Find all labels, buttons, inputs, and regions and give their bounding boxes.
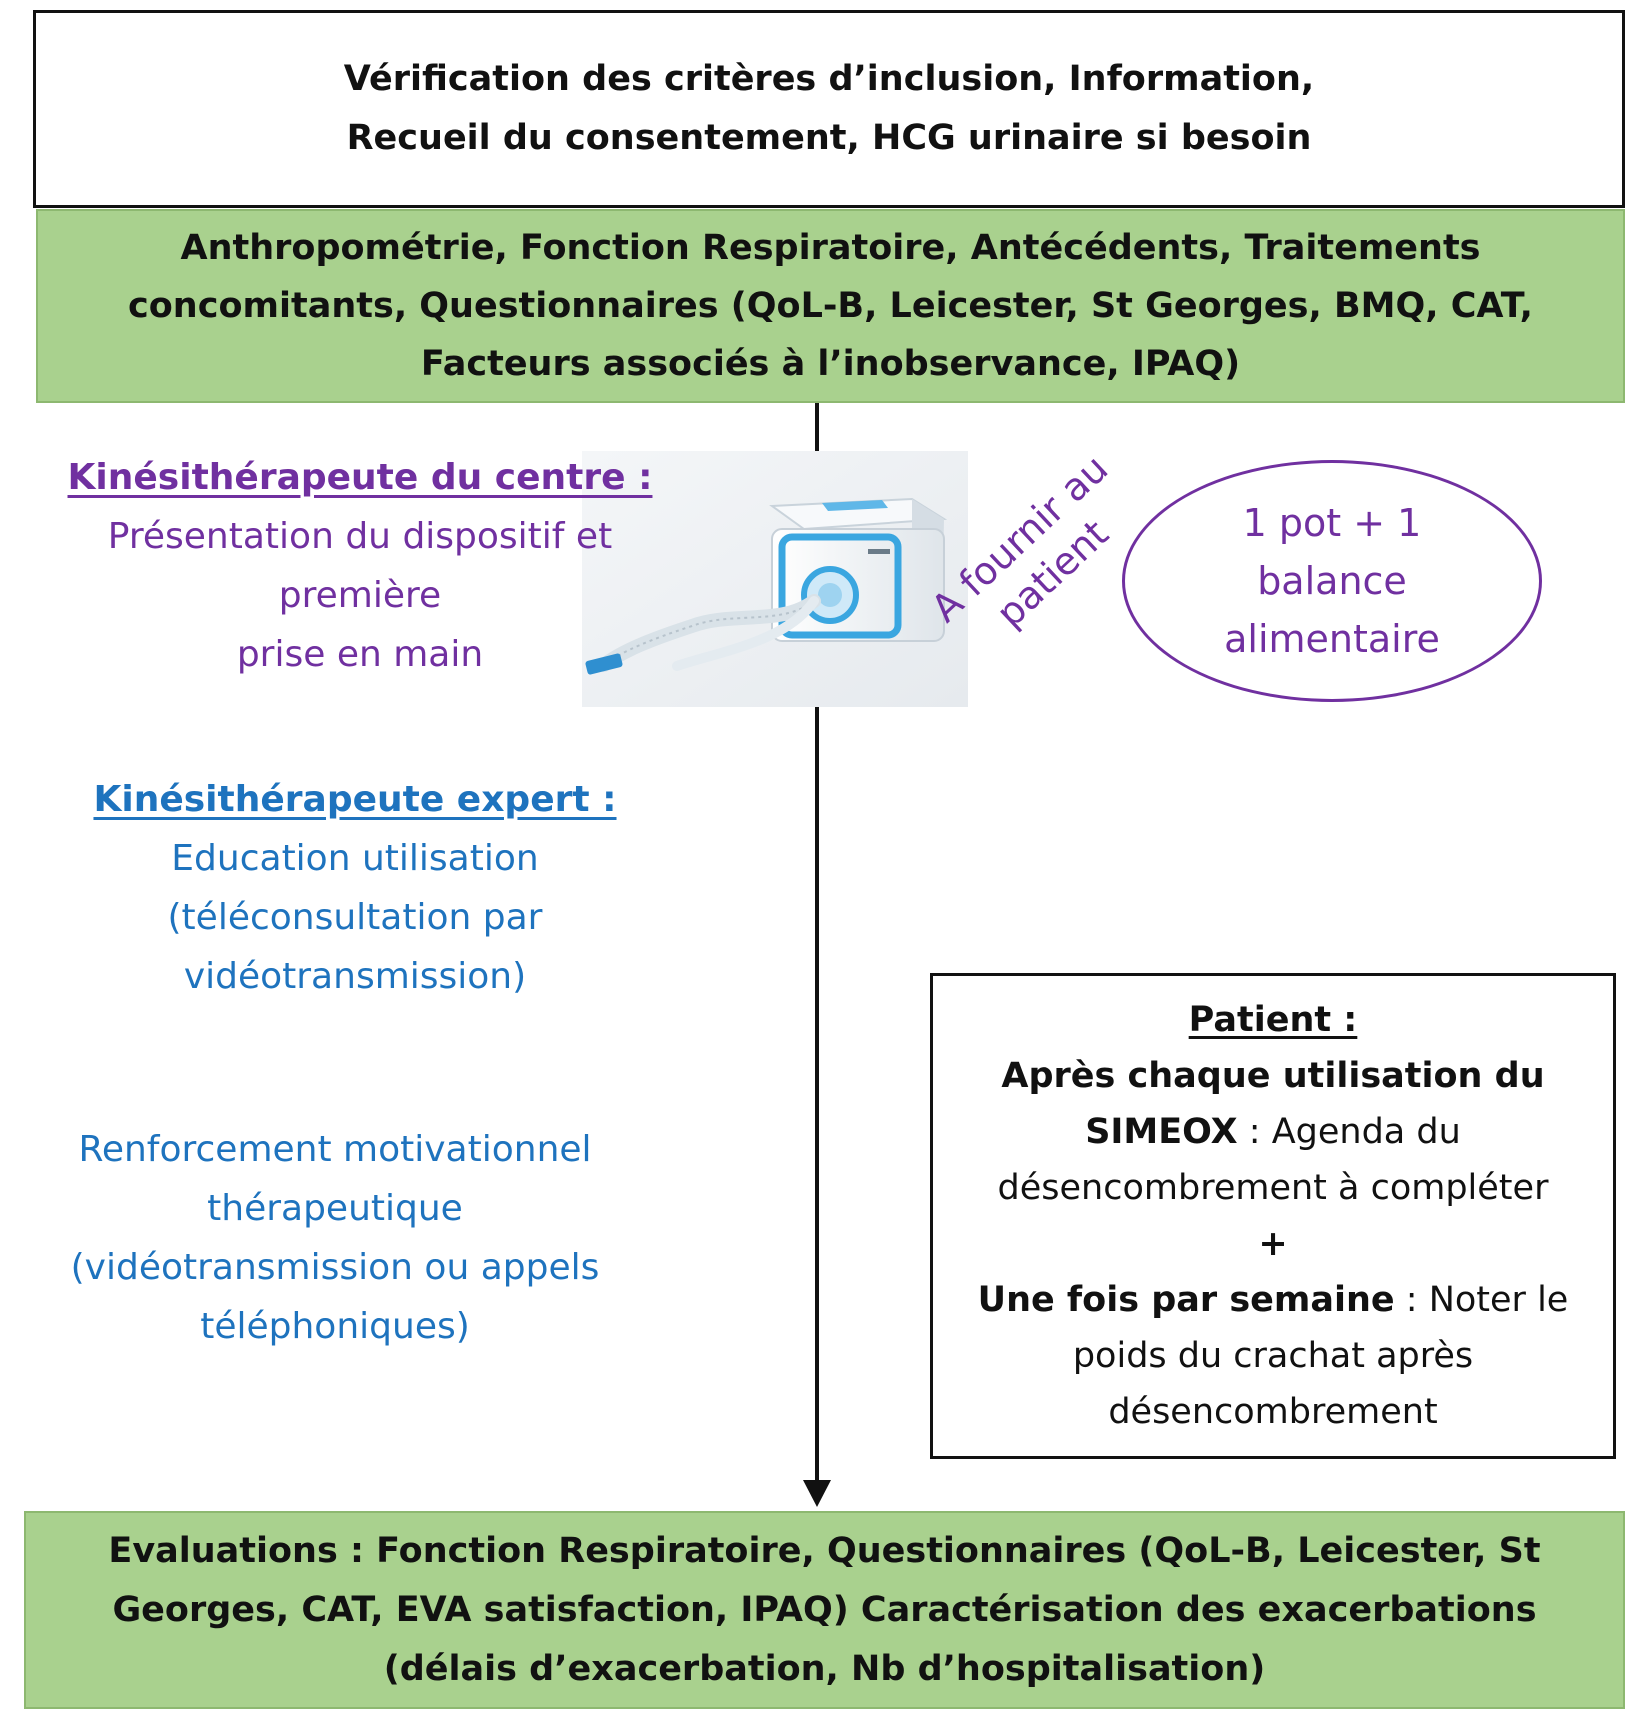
patient-line-7: désencombrement [1108, 1392, 1438, 1432]
patient-line-6: poids du crachat après [1072, 1336, 1474, 1376]
final-line-1: Evaluations : Fonction Respiratoire, Que… [108, 1530, 1541, 1571]
kine-centre-title: Kinésithérapeute du centre : [67, 457, 653, 498]
kine-expert-title: Kinésithérapeute expert : [93, 779, 617, 820]
kine-centre-line-2: première [278, 575, 442, 616]
renforcement-line-1: Renforcement motivationnel [78, 1129, 592, 1170]
renforcement-line-3: (vidéotransmission ou appels [70, 1247, 600, 1288]
inclusion-line-1: Vérification des critères d’inclusion, I… [343, 59, 1315, 99]
renforcement-line-2: thérapeutique [207, 1188, 463, 1229]
kine-centre-block: Kinésithérapeute du centre : Présentatio… [40, 448, 680, 684]
kine-centre-line-3: prise en main [236, 634, 484, 675]
simeox-device-image [582, 451, 968, 707]
patient-line-3: désencombrement à compléter [997, 1168, 1549, 1208]
weekly-label: Une fois par semaine [977, 1280, 1395, 1320]
final-evaluation-box: Evaluations : Fonction Respiratoire, Que… [24, 1511, 1625, 1709]
baseline-line-1: Anthropométrie, Fonction Respiratoire, A… [180, 228, 1481, 268]
final-line-2: Georges, CAT, EVA satisfaction, IPAQ) Ca… [112, 1589, 1537, 1630]
patient-line-2: SIMEOX : Agenda du [1085, 1104, 1461, 1160]
ellipse-line-1: 1 pot + 1 [1242, 501, 1422, 545]
renforcement-line-4: téléphoniques) [200, 1306, 470, 1347]
provision-ellipse: 1 pot + 1 balance alimentaire [1122, 460, 1542, 702]
kine-expert-block: Kinésithérapeute expert : Education util… [40, 770, 670, 1006]
baseline-line-2: concomitants, Questionnaires (QoL-B, Lei… [128, 286, 1533, 326]
inclusion-line-2: Recueil du consentement, HCG urinaire si… [346, 118, 1312, 158]
timeline-arrowhead-icon [803, 1480, 831, 1507]
patient-line-1: Après chaque utilisation du [1001, 1056, 1545, 1096]
kine-expert-line-1: Education utilisation [171, 838, 539, 879]
patient-box: Patient : Après chaque utilisation du SI… [930, 973, 1616, 1459]
patient-line-2-rest: : Agenda du [1237, 1112, 1461, 1152]
patient-title: Patient : [1188, 1000, 1358, 1040]
kine-expert-line-2: (téléconsultation par [167, 897, 543, 938]
final-line-3: (délais d’exacerbation, Nb d’hospitalisa… [383, 1648, 1266, 1689]
baseline-assessment-box: Anthropométrie, Fonction Respiratoire, A… [36, 209, 1625, 403]
timeline-line [815, 403, 819, 1483]
baseline-line-3: Facteurs associés à l’inobservance, IPAQ… [420, 344, 1241, 384]
ellipse-line-3: alimentaire [1224, 617, 1440, 661]
renforcement-block: Renforcement motivationnel thérapeutique… [20, 1120, 650, 1356]
patient-plus: + [1258, 1224, 1288, 1264]
patient-line-5: Une fois par semaine : Noter le [978, 1272, 1569, 1328]
simeox-label: SIMEOX [1085, 1112, 1238, 1152]
ellipse-line-2: balance [1257, 559, 1407, 603]
kine-centre-line-1: Présentation du dispositif et [107, 516, 613, 557]
inclusion-box: Vérification des critères d’inclusion, I… [33, 10, 1625, 208]
patient-line-5-rest: : Noter le [1394, 1280, 1569, 1320]
kine-expert-line-3: vidéotransmission) [183, 956, 527, 997]
